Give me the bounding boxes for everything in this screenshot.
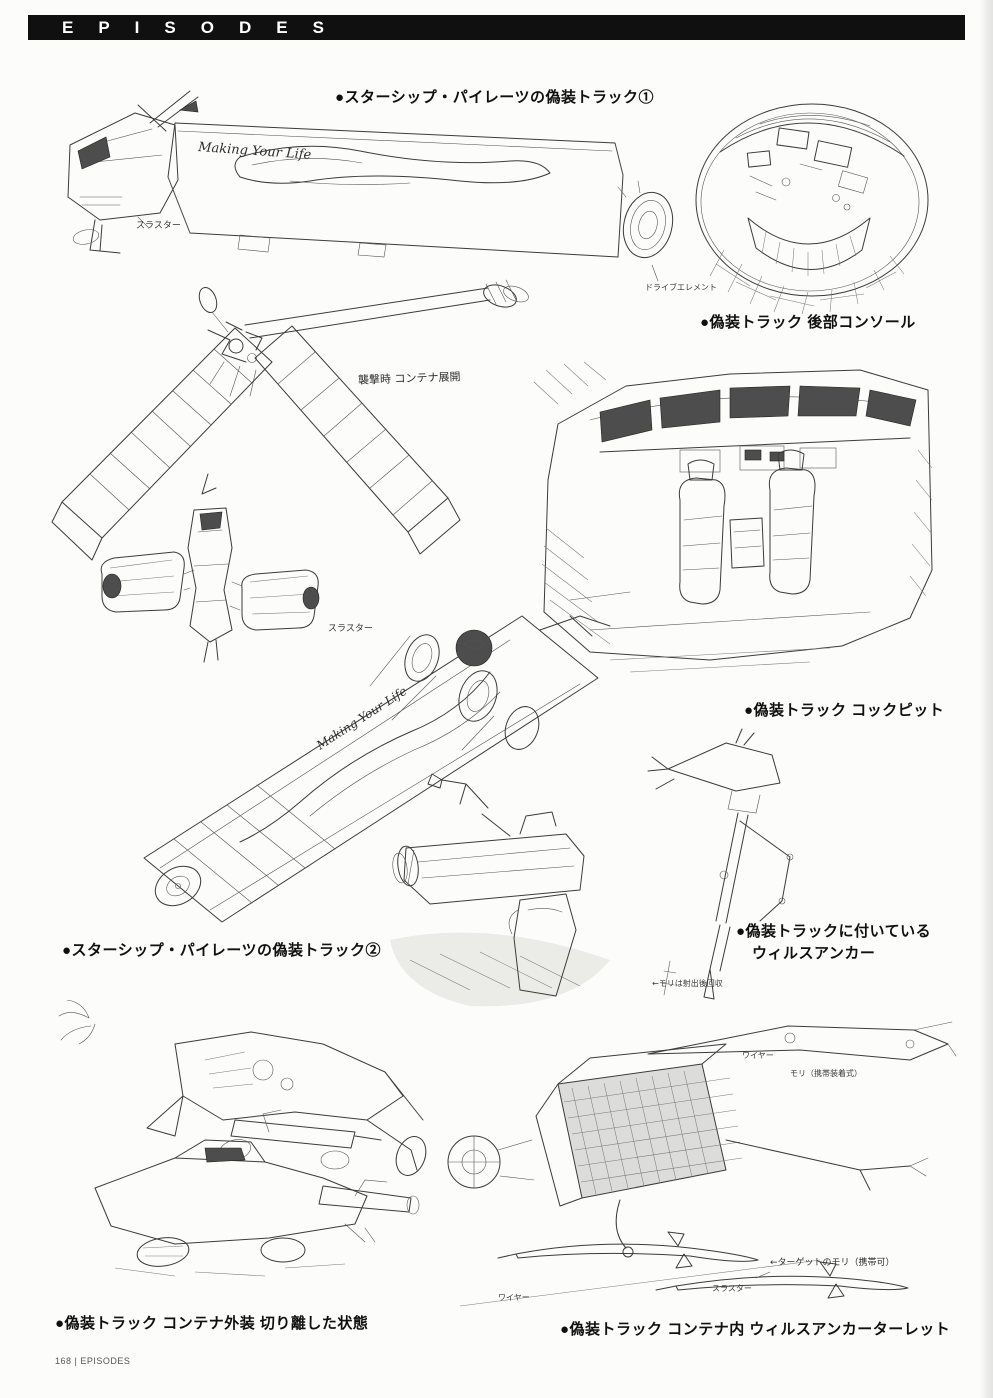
header-bar: EPISODES (28, 15, 965, 40)
caption-rear-console: ●偽装トラック 後部コンソール (700, 314, 916, 331)
sketch-virus-anchor (640, 725, 820, 1015)
decal-text-truck1: Making Your Life (197, 140, 312, 163)
decal-text-truck2: Making Your Life (313, 684, 409, 753)
caption-turret: ●偽装トラック コンテナ内 ウィルスアンカーターレット (560, 1321, 951, 1338)
note-thruster-truck1: スラスター (136, 221, 181, 231)
note-wire-bottom: ワイヤー (498, 1293, 530, 1302)
caption-anchor-line2: ウィルスアンカー (752, 945, 876, 962)
sketch-anchor-turret (440, 1020, 960, 1310)
sketch-hover-bike (90, 470, 330, 670)
page-edge-shade (979, 0, 993, 1398)
sketch-detached-containers (55, 1000, 435, 1300)
caption-anchor-line1: ●偽装トラックに付いている (736, 923, 932, 940)
note-thruster-harpoon: スラスター (712, 1284, 752, 1293)
sketch-disguised-truck-1: Making Your Life (40, 85, 680, 300)
sketch-container-deployed (40, 270, 560, 640)
note-thruster-truck2: スラスター (328, 624, 373, 634)
caption-truck1: ●スターシップ・パイレーツの偽装トラック① (335, 89, 654, 106)
sketch-rear-console (690, 100, 935, 315)
note-mori-portable: モリ（携帯装着式） (790, 1069, 862, 1078)
caption-truck2: ●スターシップ・パイレーツの偽装トラック② (62, 942, 381, 959)
caption-cockpit: ●偽装トラック コックピット (744, 702, 945, 719)
sketch-gun-module (370, 770, 650, 1020)
note-wire-top: ワイヤー (742, 1051, 774, 1060)
caption-container-detached: ●偽装トラック コンテナ外装 切り離した状態 (55, 1315, 369, 1332)
sketch-cockpit (530, 360, 940, 700)
sketch-disguised-truck-2: Making Your Life (70, 600, 640, 930)
page-footer: 168 | EPISODES (55, 1356, 131, 1366)
note-target-mori: ←ターゲットのモリ（携帯可） (770, 1258, 895, 1268)
note-drive-element: ドライブエレメント (645, 283, 717, 292)
note-anchor-recover: ←モリは射出後回収 (652, 979, 723, 988)
page-title: EPISODES (62, 18, 349, 37)
